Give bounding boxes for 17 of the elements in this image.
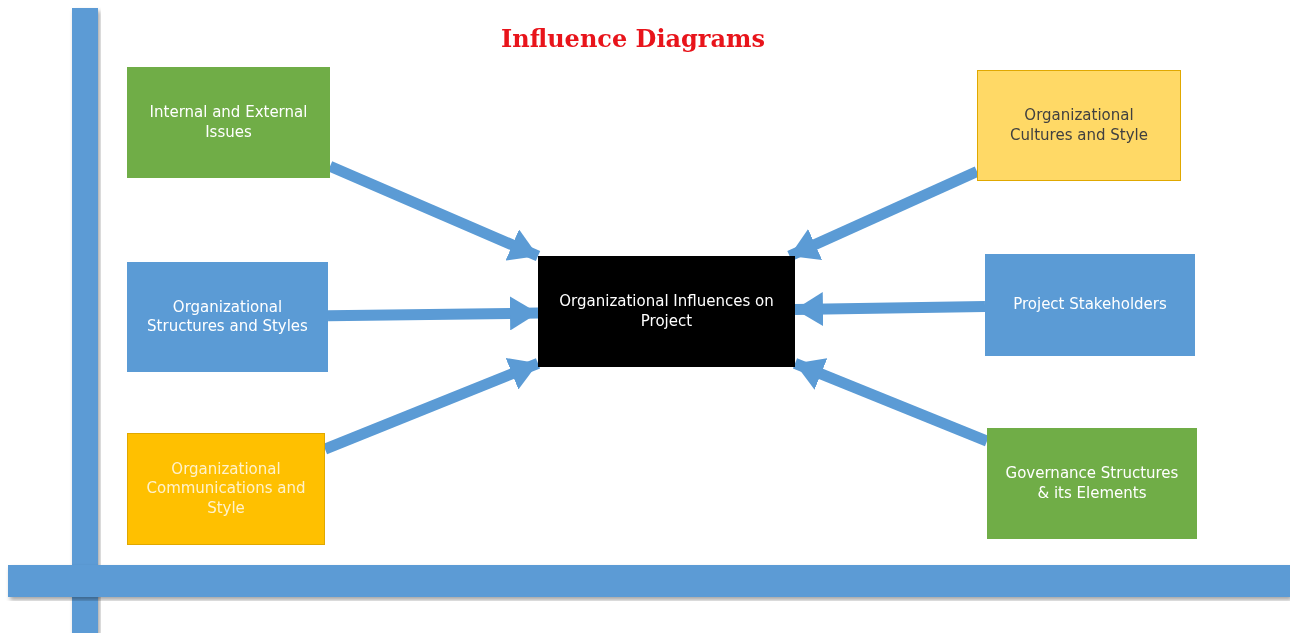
block-arrow (794, 292, 986, 327)
box-label: Organizational Structures and Styles (146, 297, 309, 337)
factor-box (127, 262, 328, 372)
factor-box (977, 70, 1181, 181)
factor-box (127, 433, 325, 545)
box-label: Internal and External Issues (148, 103, 309, 142)
factor-box (987, 428, 1197, 539)
block-arrow (327, 296, 539, 331)
box-label: Organizational Influences on Project (558, 292, 775, 331)
box-label: Organizational Cultures and Style (1009, 106, 1149, 145)
central-box (538, 256, 795, 367)
factor-box (127, 67, 330, 178)
box-label: Governance Structures & its Elements (1004, 464, 1180, 503)
factor-box (985, 254, 1195, 356)
box-label: Project Stakeholders (1013, 295, 1167, 315)
title: Influence Diagrams (500, 24, 766, 53)
box-label: Organizational Communications and Style (145, 459, 307, 519)
